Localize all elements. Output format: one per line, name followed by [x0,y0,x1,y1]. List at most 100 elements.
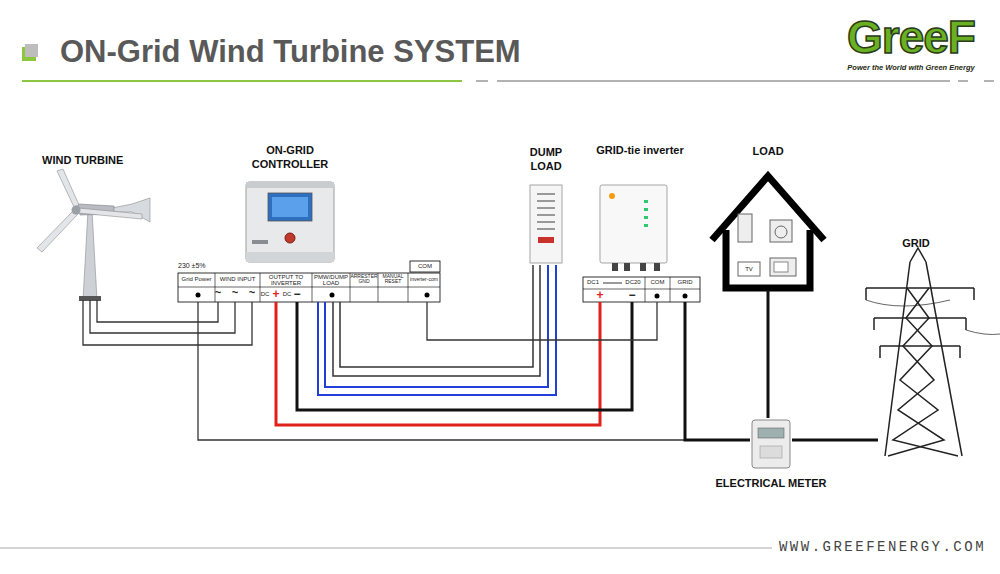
wire [83,300,252,345]
ac-symbol: ~ [246,287,258,298]
terminal-dot [425,293,430,298]
title-dash [958,80,968,82]
terminal-label: inverter-com [408,277,440,282]
turbine-hub [72,206,81,215]
wire [767,290,770,418]
vent [537,207,555,209]
meter-illustration [752,420,790,468]
insulator [965,318,967,330]
insulator [879,346,881,358]
title-rule [497,80,950,82]
dump-load-node: DUMP LOAD [525,183,568,265]
pylon-illustration [866,248,1000,456]
insulator [973,288,975,300]
inverter-terminal-strip [583,277,700,302]
wire [427,302,657,340]
wire [97,300,218,322]
insulator [865,288,867,300]
wire [340,265,533,367]
strip-divider [670,277,671,302]
dump-load-case [530,185,562,263]
inverter-connector [640,263,646,271]
strip-divider [378,273,379,302]
fridge-icon [738,214,752,242]
title-square [25,44,38,57]
component-heading: DUMP LOAD [516,145,576,173]
wire [90,300,235,333]
dump-load-sticker [538,237,554,243]
component-heading: ELECTRICAL METER [711,476,831,490]
meter-terminal [760,446,782,458]
component-heading: GRID [891,236,941,250]
controller-bottom [246,252,334,262]
terminal-label: COM [645,279,670,285]
terminal-dot [655,294,660,299]
wire [297,302,632,410]
terminal-dot [683,294,688,299]
terminal-label: MANUAL RESET [378,274,408,285]
strip-divider [260,273,261,302]
inverter-led [644,200,648,203]
website-url: WWW.GREEFENERGY.COM [770,540,995,554]
vent [537,193,555,195]
terminal-label: OUTPUT TO INVERTER [262,274,310,287]
turbine-blade [78,208,142,219]
controller-button [285,233,295,243]
wire [792,439,878,442]
terminal-label: ARRESTER GND [350,274,378,285]
power-line [966,330,1000,335]
terminal-label: DC [259,291,271,297]
pylon-arm [880,345,960,347]
terminal-label: PMW/DUMP LOAD [313,274,349,287]
component-heading: GRID-tie inverter [580,143,700,157]
microwave-icon [770,258,796,276]
house-illustration [712,176,824,288]
turbine-node: WIND TURBINE [30,175,155,300]
strip-divider [350,273,351,302]
component-heading: LOAD [738,144,798,158]
insulator [873,318,875,330]
meter-node: ELECTRICAL METER [750,418,792,470]
meter-case [752,420,790,468]
inverter-connector [612,263,618,271]
turbine-base [79,296,101,301]
tv-icon [738,262,760,276]
pylon-bracing [888,288,944,456]
pylon-leg [926,262,962,456]
voltage-spec: 230 ±5% [178,262,218,269]
pylon-arm [874,317,966,319]
turbine-blade [37,211,78,252]
wire [318,265,556,395]
meter-display [758,428,784,438]
insulator [959,346,961,358]
terminal-label: COM [410,263,440,269]
inverter-logo [609,193,615,199]
title-dash [984,80,994,82]
vent [537,228,555,230]
polarity-sign: + [594,289,606,301]
terminal-label: WIND INPUT [215,276,260,282]
inverter-case [600,185,667,263]
page-title: ON-Grid Wind Turbine SYSTEM [60,33,521,71]
appliance-label: TV [738,266,760,272]
title-dash [476,80,488,82]
inverter-led [644,216,648,219]
polarity-sign: − [626,289,638,301]
component-heading: ON-GRID CONTROLLER [245,143,335,171]
strip-divider [408,273,409,302]
wind-turbine-illustration [37,169,150,301]
inverter-led [644,224,648,227]
wire [325,265,548,387]
vent [537,221,555,223]
load-node: LOAD [710,168,827,290]
terminal-dot [196,293,201,298]
pylon-leg [885,262,910,456]
terminal-label: GRID [670,279,700,285]
washer-icon [770,220,792,242]
wire [276,302,600,425]
microwave-window [774,262,788,272]
terminal-label: DC20 [622,279,644,285]
turbine-blade [57,169,79,207]
